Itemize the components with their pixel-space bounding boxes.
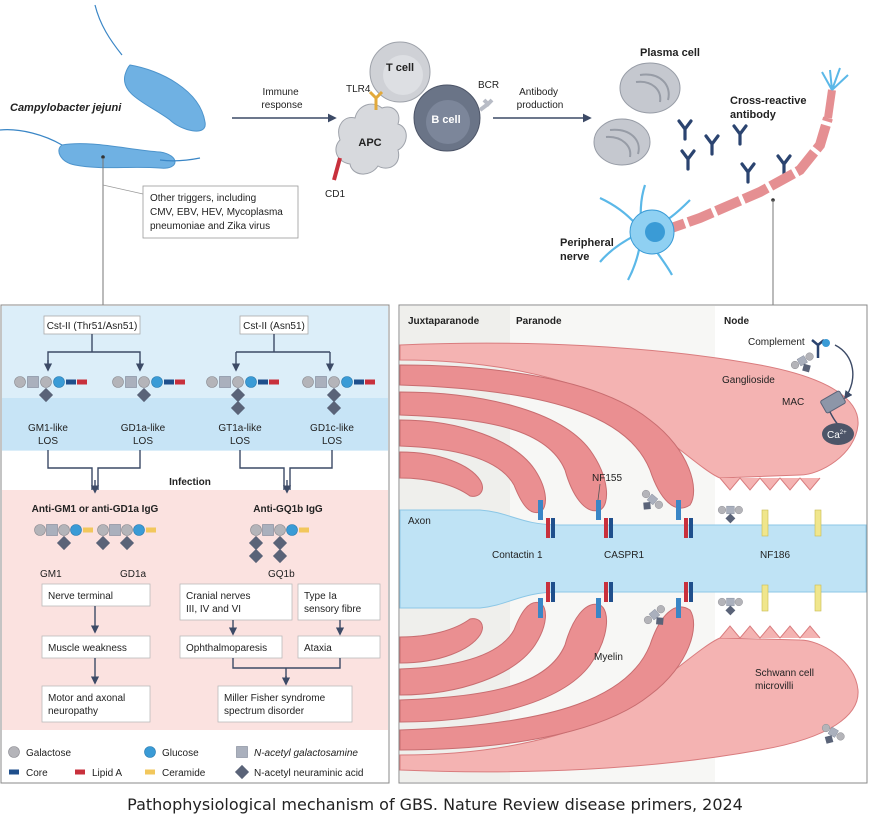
legend-galactose: Galactose [26, 748, 71, 759]
nf186-label: NF186 [760, 550, 790, 561]
ophthalmoparesis-box: Ophthalmoparesis [186, 643, 267, 654]
juxtaparanode-label: Juxtaparanode [408, 316, 480, 327]
bcr-label: BCR [478, 80, 499, 91]
campylobacter-label: Campylobacter jejuni [10, 102, 122, 114]
cd1-receptor [332, 157, 342, 181]
antibodies [677, 119, 792, 184]
top-section: Campylobacter jejuni Other triggers, inc… [0, 4, 849, 305]
legend-glucose: Glucose [162, 748, 199, 759]
plasma-cells [593, 62, 681, 166]
cd1-label: CD1 [325, 189, 345, 200]
t-cell-label: T cell [386, 62, 414, 74]
campylobacter-bacteria [0, 4, 206, 169]
ca-label: Ca2+ [827, 430, 847, 441]
anti-gq1b-label: Anti-GQ1b IgG [253, 504, 323, 515]
nerve-terminal-box: Nerve terminal [48, 591, 113, 602]
legend-nacetyl-neu: N-acetyl neuraminic acid [254, 768, 364, 779]
peripheral-nerve-label: Peripheral nerve [560, 237, 617, 263]
legend: Galactose Glucose N-acetyl galactosamine… [8, 746, 364, 780]
legend-nacetyl-gal: N-acetyl galactosamine [254, 748, 358, 759]
peripheral-nerve [599, 67, 849, 281]
plasma-cell-label: Plasma cell [640, 47, 700, 59]
tlr4-receptor [368, 90, 384, 110]
muscle-weakness-box: Muscle weakness [48, 643, 127, 654]
axon [399, 509, 867, 609]
ganglioside-label: Ganglioside [722, 375, 775, 386]
bcr-receptor [478, 98, 494, 112]
mac-label: MAC [782, 397, 804, 408]
legend-lipid-a: Lipid A [92, 768, 122, 779]
axon-label: Axon [408, 516, 431, 527]
nf155-label: NF155 [592, 473, 622, 484]
gq1b-label: GQ1b [268, 569, 295, 580]
figure-caption: Pathophysiological mechanism of GBS. Nat… [127, 795, 743, 814]
other-triggers-text: Other triggers, including CMV, EBV, HEV,… [150, 193, 286, 232]
cst-left-label: Cst-II (Thr51/Asn51) [47, 321, 138, 332]
myelin-label: Myelin [594, 652, 623, 663]
paranodal-proteins-top [538, 500, 693, 538]
contactin-label: Contactin 1 [492, 550, 543, 561]
upper-myelin [399, 342, 859, 514]
antibody-production-label: Antibody production [517, 87, 564, 111]
lower-myelin [399, 601, 859, 773]
right-panel: Juxtaparanode Paranode Node Axon [398, 304, 868, 784]
ataxia-box: Ataxia [304, 643, 332, 654]
other-triggers-box [142, 185, 299, 239]
complement-label: Complement [748, 337, 805, 348]
apc-label: APC [358, 137, 381, 149]
nf186-proteins [761, 509, 822, 612]
left-panel: Cst-II (Thr51/Asn51) Cst-II (Asn51) [0, 304, 390, 784]
caspr1-label: CASPR1 [604, 550, 644, 561]
gm1-label: GM1 [40, 569, 62, 580]
gd1a-label: GD1a [120, 569, 147, 580]
b-cell-label: B cell [431, 114, 460, 126]
immune-response-label: Immune response [261, 87, 303, 111]
node-label: Node [724, 316, 749, 327]
cst-right-label: Cst-II (Asn51) [243, 321, 305, 332]
anti-gm1-label: Anti-GM1 or anti-GD1a IgG [32, 504, 159, 515]
paranodal-proteins-bottom [538, 582, 693, 618]
tlr4-label: TLR4 [346, 84, 371, 95]
cross-reactive-label: Cross-reactive antibody [730, 95, 810, 121]
legend-ceramide: Ceramide [162, 768, 206, 779]
infection-label: Infection [169, 477, 211, 488]
legend-core: Core [26, 768, 48, 779]
complement-cascade [789, 339, 854, 445]
apc-cell [335, 103, 407, 175]
paranode-label: Paranode [516, 316, 562, 327]
